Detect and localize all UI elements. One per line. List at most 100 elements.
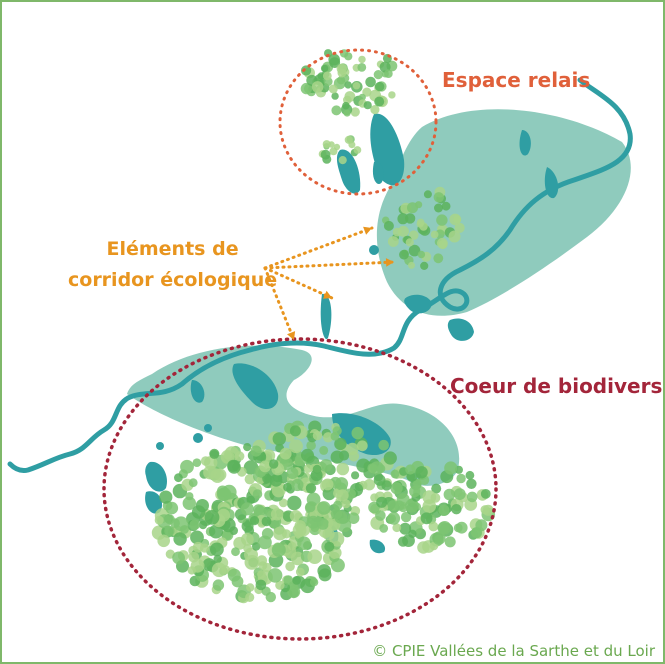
core-tree bbox=[330, 450, 344, 464]
core-tree bbox=[379, 524, 389, 533]
core-tree bbox=[432, 531, 446, 545]
core-tree bbox=[387, 512, 401, 525]
core-tree bbox=[422, 499, 437, 513]
corridor-tree bbox=[423, 190, 432, 199]
corridor-tree bbox=[453, 215, 462, 224]
core-tree bbox=[306, 440, 316, 451]
core-tree bbox=[317, 518, 329, 530]
corridor-tree bbox=[441, 201, 451, 211]
core-tree bbox=[188, 478, 198, 488]
relais-tree bbox=[342, 101, 350, 110]
wetland-pond-2 bbox=[544, 167, 559, 199]
core-tree bbox=[334, 437, 347, 451]
core-tree bbox=[180, 459, 194, 474]
core-tree bbox=[240, 502, 254, 516]
core-tree bbox=[246, 583, 255, 592]
core-tree bbox=[192, 458, 202, 468]
core-tree bbox=[334, 477, 349, 491]
core-tree bbox=[210, 542, 224, 557]
corridor-tree bbox=[448, 230, 461, 243]
corridor-tree bbox=[399, 249, 409, 260]
core-tree bbox=[390, 469, 400, 479]
relais-tree bbox=[363, 101, 372, 110]
core-tree bbox=[466, 478, 477, 489]
core-tree bbox=[211, 562, 227, 578]
core-tree bbox=[417, 541, 430, 554]
core-pond-dot-3 bbox=[204, 424, 212, 432]
core-tree bbox=[451, 504, 462, 515]
core-tree bbox=[392, 523, 402, 533]
core-tree bbox=[378, 439, 390, 451]
core-tree bbox=[444, 461, 458, 475]
core-tree bbox=[164, 525, 175, 537]
core-tree bbox=[174, 473, 183, 483]
relais-tree bbox=[328, 84, 338, 94]
core-tree bbox=[390, 482, 403, 495]
corridor-arrow-head bbox=[385, 258, 394, 267]
relais-tree bbox=[358, 55, 366, 64]
corridor-label-line1: Eléments de bbox=[106, 238, 239, 260]
corridor-arrow-head bbox=[363, 226, 372, 235]
core-pond-5 bbox=[145, 491, 163, 514]
corridor-arrow-line bbox=[263, 266, 296, 342]
relais-tree bbox=[331, 92, 339, 100]
core-tree bbox=[443, 488, 456, 501]
corridor-tree bbox=[436, 214, 448, 226]
core-tree bbox=[255, 579, 267, 591]
relais-tree bbox=[362, 87, 372, 97]
core-tree bbox=[329, 531, 345, 547]
core-tree bbox=[283, 575, 294, 585]
core-tree bbox=[351, 426, 364, 440]
corridor-tree bbox=[408, 261, 415, 269]
core-tree bbox=[333, 500, 343, 510]
river-loop-pond bbox=[447, 318, 474, 341]
corridor-tree bbox=[437, 237, 448, 249]
core-tree bbox=[312, 464, 322, 474]
core-pond-2 bbox=[190, 380, 205, 403]
core-tree bbox=[231, 547, 240, 557]
relais-tree bbox=[333, 143, 341, 151]
core-tree bbox=[295, 567, 305, 577]
corridor-arrow-head bbox=[287, 331, 296, 340]
core-tree bbox=[199, 543, 210, 553]
core-tree bbox=[373, 474, 386, 486]
espace-relais-label: Espace relais bbox=[442, 68, 591, 92]
core-tree bbox=[252, 489, 263, 499]
core-pond-1 bbox=[232, 363, 279, 409]
relais-tree bbox=[311, 81, 324, 93]
copyright-credit: © CPIE Vallées de la Sarthe et du Loir bbox=[372, 642, 655, 660]
corridor-pond bbox=[320, 293, 332, 340]
core-tree bbox=[405, 464, 416, 475]
core-tree bbox=[261, 516, 272, 527]
core-tree bbox=[330, 432, 340, 441]
core-tree bbox=[351, 471, 360, 480]
relais-tree bbox=[353, 146, 362, 154]
core-tree bbox=[209, 524, 223, 539]
core-tree bbox=[289, 439, 303, 454]
core-tree bbox=[271, 483, 286, 498]
core-pond-dot-1 bbox=[193, 433, 203, 443]
relais-tree bbox=[322, 71, 332, 81]
core-tree bbox=[306, 515, 320, 529]
corridor-tree bbox=[405, 238, 414, 247]
core-pond-7 bbox=[369, 539, 386, 554]
core-tree bbox=[289, 425, 301, 437]
relais-tree bbox=[324, 49, 333, 58]
upper-wetland bbox=[376, 109, 631, 316]
core-tree bbox=[309, 578, 319, 587]
corridor-tree bbox=[420, 261, 429, 270]
core-tree bbox=[346, 442, 359, 456]
core-tree bbox=[297, 536, 311, 550]
core-tree bbox=[244, 474, 255, 485]
core-tree bbox=[376, 464, 386, 474]
core-tree bbox=[271, 542, 286, 557]
core-tree bbox=[428, 521, 439, 532]
corridor-tree bbox=[383, 220, 394, 231]
relais-tree bbox=[358, 93, 366, 101]
core-tree bbox=[249, 516, 260, 526]
relais-tree bbox=[370, 105, 380, 115]
relais-tree bbox=[384, 69, 393, 78]
core-tree bbox=[323, 432, 334, 443]
core-tree bbox=[165, 501, 179, 515]
